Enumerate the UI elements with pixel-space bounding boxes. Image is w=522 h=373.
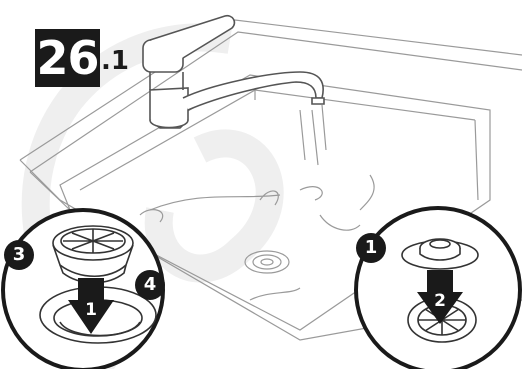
callout-3: 3 <box>4 240 34 270</box>
arrow-label-2: 2 <box>430 291 450 311</box>
callout-4: 4 <box>135 270 165 300</box>
arrow-label-1: 1 <box>81 300 101 320</box>
right-detail-circle <box>356 208 520 369</box>
callout-1: 1 <box>356 233 386 263</box>
step-sub-number: .1 <box>101 46 129 76</box>
step-number-badge: 26 <box>35 29 100 87</box>
